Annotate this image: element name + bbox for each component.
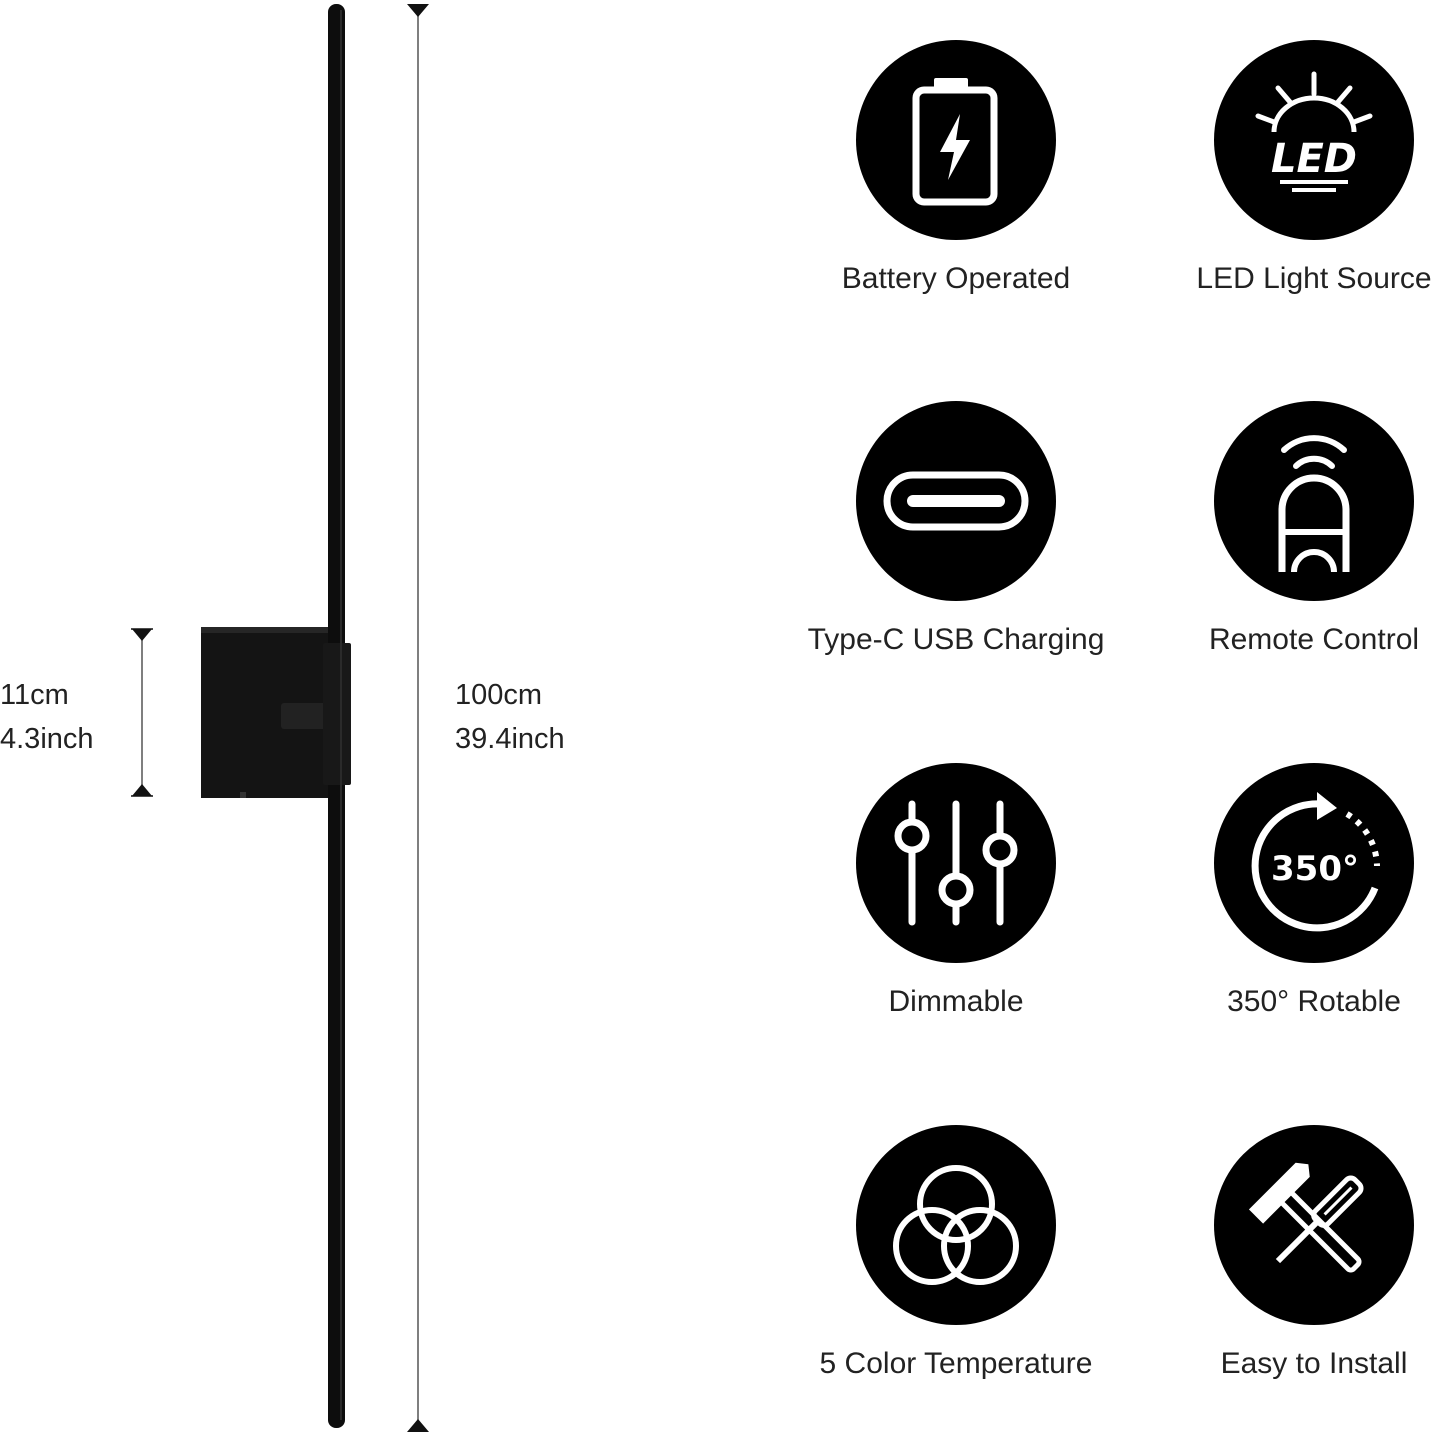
mount-metric: 11cm xyxy=(0,679,69,711)
sliders-icon xyxy=(856,763,1056,963)
lamp-illustration xyxy=(131,4,429,1432)
battery-icon xyxy=(856,40,1056,240)
feature-label: Type-C USB Charging xyxy=(807,623,1105,656)
remote-icon xyxy=(1214,401,1414,601)
color-circles-icon xyxy=(856,1125,1056,1325)
feature-usb-c: Type-C USB Charging xyxy=(776,401,1136,657)
feature-label: 350° Rotable xyxy=(1227,985,1401,1018)
height-dimension-arrow xyxy=(407,4,429,1432)
feature-label: Easy to Install xyxy=(1220,1347,1408,1380)
feature-color-temperature: 5 Color Temperature xyxy=(776,1125,1136,1381)
lamp-rod xyxy=(323,4,351,1428)
feature-label: Battery Operated xyxy=(841,262,1071,295)
svg-text:LED: LED xyxy=(1271,136,1357,182)
feature-label: LED Light Source xyxy=(1196,262,1432,295)
mount-dimension-arrow xyxy=(131,628,153,797)
feature-label: Dimmable xyxy=(888,985,1024,1018)
rotate-icon-text: 350° xyxy=(1271,849,1359,889)
feature-battery: Battery Operated xyxy=(776,40,1136,296)
rotate-icon: 350° xyxy=(1214,763,1414,963)
feature-rotate: 350° 350° Rotable xyxy=(1134,763,1445,1019)
feature-dimmable: Dimmable xyxy=(776,763,1136,1019)
feature-remote: Remote Control xyxy=(1134,401,1445,657)
feature-led: LED LED Light Source xyxy=(1134,40,1445,296)
wall-mount-plate xyxy=(201,627,329,798)
tools-icon xyxy=(1214,1125,1414,1325)
mount-dimension-label: 11cm 4.3inch xyxy=(0,673,94,761)
led-icon: LED xyxy=(1214,40,1414,240)
feature-label: Remote Control xyxy=(1208,623,1420,656)
usb-c-icon xyxy=(856,401,1056,601)
mount-imperial: 4.3inch xyxy=(0,723,94,755)
height-dimension-label: 100cm 39.4inch xyxy=(455,673,565,761)
height-imperial: 39.4inch xyxy=(455,723,565,755)
feature-label: 5 Color Temperature xyxy=(819,1347,1093,1380)
feature-install: Easy to Install xyxy=(1134,1125,1445,1381)
height-metric: 100cm xyxy=(455,679,543,711)
